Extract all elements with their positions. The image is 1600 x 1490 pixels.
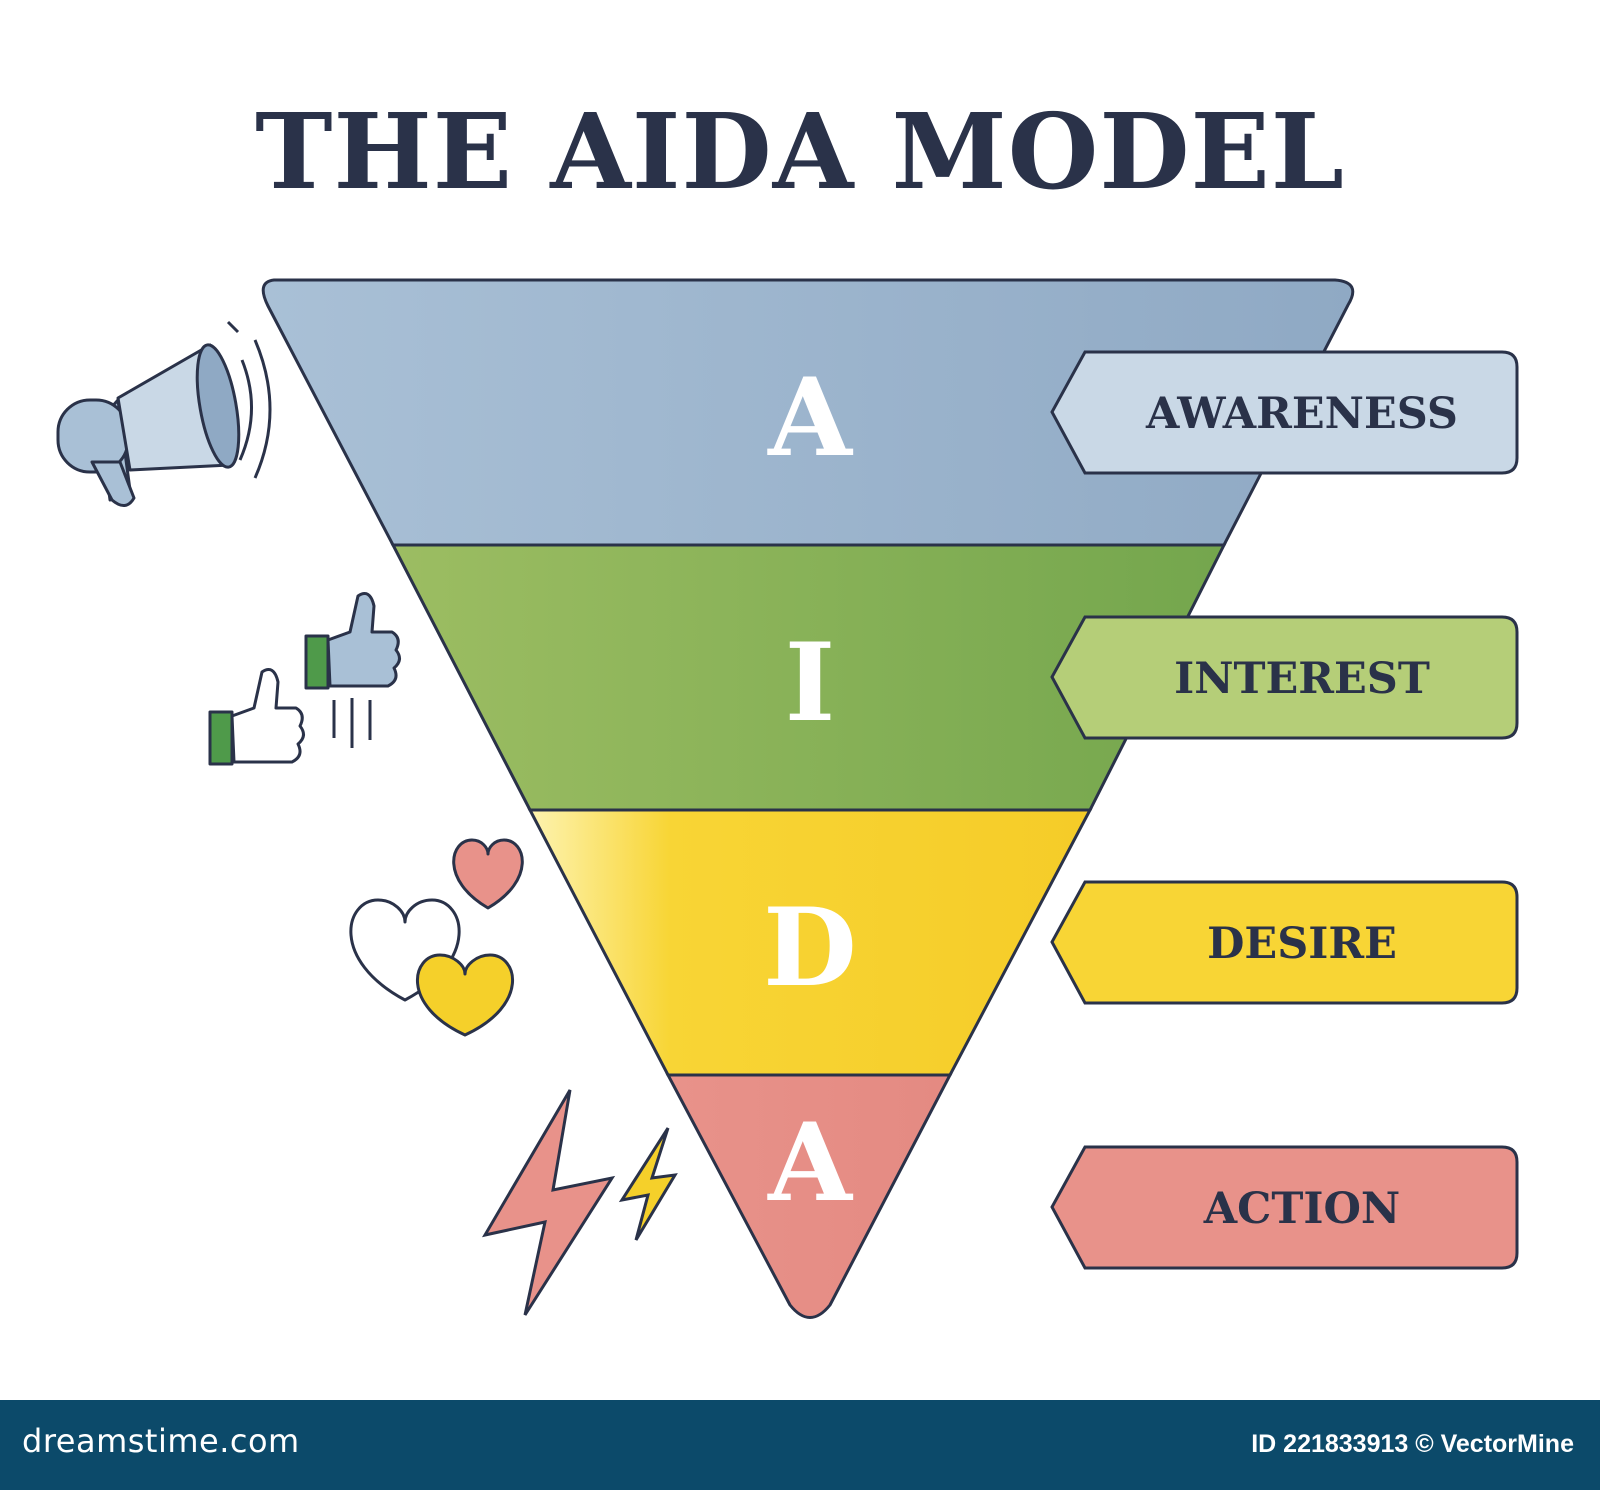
lightning-icon [481,1089,678,1316]
watermark-brand: dreamstime.com [22,1422,300,1460]
label-tag-interest [1050,615,1519,740]
diagram-title: THE AIDA MODEL [255,90,1345,213]
letter-d-desire: D [763,885,857,1011]
letter-a-awareness: A [767,355,854,481]
label-awareness: AWARENESS [1145,389,1458,439]
megaphone-icon [56,320,272,507]
label-tag-action [1050,1145,1519,1270]
letter-i-interest: I [785,620,836,746]
label-action: ACTION [1203,1184,1400,1234]
hearts-icon [349,838,524,1037]
funnel-band-action [665,1073,953,1319]
funnel-svg: A I D A AWARENESS INTEREST DESIRE ACTION [56,278,1519,1319]
watermark-bar: dreamstime.com ID 221833913 © VectorMine [0,1400,1600,1490]
label-interest: INTEREST [1174,654,1430,704]
stage-labels: AWARENESS INTEREST DESIRE ACTION [1050,350,1519,1270]
aida-diagram: THE AIDA MODEL A I D [56,90,1519,1319]
letter-a-action: A [767,1100,854,1226]
label-desire: DESIRE [1207,919,1397,969]
funnel-letters: A I D A [763,355,857,1226]
image-credit: ID 221833913 © VectorMine [1251,1430,1574,1458]
thumbs-up-icon [208,592,401,766]
label-tag-awareness [1050,350,1519,475]
funnel [261,278,1355,1319]
label-tag-desire [1050,880,1519,1005]
